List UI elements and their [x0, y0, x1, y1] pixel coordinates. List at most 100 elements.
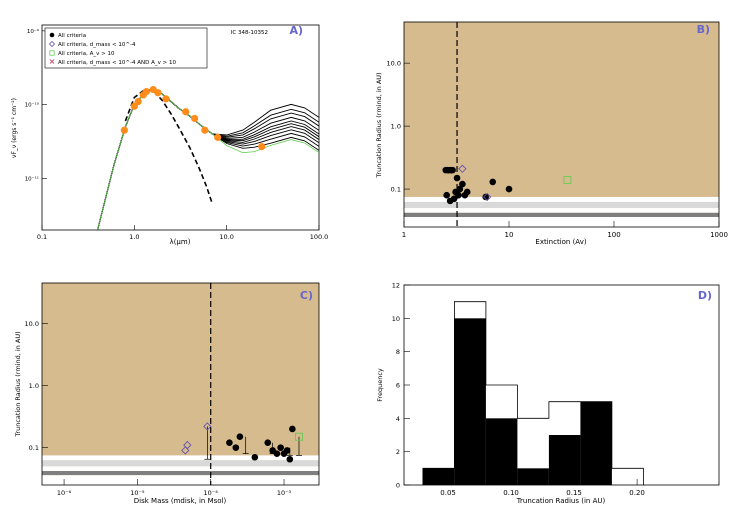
c-xtick-label: 10⁻⁴ — [204, 489, 219, 497]
b-diamond-point — [483, 192, 492, 202]
b-ytick-label: 10.0 — [387, 60, 401, 68]
panel-c-xlabel: Disk Mass (mdisk, in Msol) — [134, 497, 227, 505]
a-photometry-point — [142, 88, 150, 96]
panel-d-frame — [403, 284, 720, 486]
a-photometry-point — [182, 108, 190, 116]
b-xtick-label: 10 — [505, 231, 514, 239]
legend-marker-square — [49, 50, 55, 56]
b-ytick-label: 0.1 — [391, 186, 401, 194]
band-stripe — [42, 460, 319, 467]
b-xtick-label: 100 — [607, 231, 620, 239]
band-stripe — [42, 455, 319, 461]
d-ytick-label: 12 — [392, 282, 400, 290]
b-point — [489, 178, 497, 186]
d-ytick-label: 8 — [396, 348, 400, 356]
panel-b-label: B) — [697, 23, 710, 36]
legend-entry-3: All criteria, A_v > 10 — [58, 51, 115, 57]
panel-c-plot-area: 10⁻⁶ 10⁻⁵ 10⁻⁴ 10⁻³ 0.1 1.0 10.0 — [25, 283, 319, 497]
panel-a-label: A) — [289, 24, 303, 37]
a-ytick-label: 10⁻⁹ — [27, 28, 39, 35]
c-square-point — [295, 432, 303, 441]
a-ytick-label: 10⁻¹¹ — [25, 175, 39, 182]
d-xtick-label: 0.15 — [566, 489, 582, 497]
b-point — [505, 185, 513, 193]
a-photometry-point — [191, 114, 199, 123]
d-ytick-label: 0 — [396, 482, 400, 490]
panel-a-object-name: IC 348-10352 — [231, 30, 268, 36]
b-diamond-point — [458, 164, 467, 173]
band-stripe — [404, 217, 719, 227]
panel-c-frame — [41, 282, 320, 486]
a-xtick-label: 1.0 — [129, 233, 139, 241]
legend-marker-diamond — [48, 40, 56, 48]
band-stripe — [42, 466, 319, 472]
d-xtick-label: 0.05 — [440, 489, 456, 497]
c-point — [273, 450, 281, 457]
a-photometry-point — [120, 126, 128, 134]
band-stripe — [404, 212, 719, 218]
c-ytick-label: 10.0 — [25, 320, 39, 328]
c-diamond-point — [181, 446, 190, 455]
a-photometry-point — [134, 97, 142, 106]
b-point — [446, 197, 454, 205]
b-xtick-label: 1 — [402, 231, 406, 239]
c-point — [226, 439, 233, 447]
panel-a-legend: All criteria All criteria, d_mass < 10^-… — [44, 27, 208, 69]
c-ytick-label: 1.0 — [29, 382, 39, 390]
b-ytick-label: 1.0 — [391, 123, 401, 131]
c-diamond-point — [183, 440, 192, 450]
panel-a-ylabel: νF_ν (ergs s⁻¹ cm⁻²) — [11, 98, 18, 158]
b-point — [453, 174, 461, 182]
d-histogram-bar — [548, 435, 581, 485]
d-ytick-label: 10 — [392, 315, 400, 323]
legend-marker-x — [49, 59, 55, 64]
panel-d-ylabel: Frequency — [376, 368, 384, 402]
d-ytick-label: 4 — [396, 415, 400, 423]
c-xtick-label: 10⁻⁶ — [57, 489, 72, 497]
b-point — [449, 166, 456, 174]
a-photometry-point — [162, 95, 170, 103]
panel-d-label: D) — [698, 289, 712, 302]
legend-entry-2: All criteria, d_mass < 10^-4 — [58, 42, 136, 48]
band-stripe — [42, 471, 319, 476]
b-point — [482, 193, 490, 201]
d-histogram-outline — [422, 301, 644, 485]
b-xtick-label: 1000 — [710, 231, 728, 239]
d-histogram-bar — [517, 468, 549, 485]
band-stripe — [42, 475, 319, 485]
panel-b-ylabel: Truncation Radius (rmind, in AU) — [375, 72, 383, 178]
d-xtick-label: 0.20 — [629, 489, 645, 497]
c-point — [232, 444, 240, 451]
c-point — [251, 453, 259, 461]
c-diamond-point — [203, 422, 212, 431]
panel-c-ylabel: Truncation Radius (rmind, in AU) — [14, 331, 22, 437]
c-point — [289, 425, 296, 433]
panel-a-xlabel: λ(μm) — [170, 238, 191, 246]
d-histogram-bar — [454, 318, 486, 485]
b-point — [443, 191, 450, 199]
a-ytick-label: 10⁻¹⁰ — [25, 102, 40, 109]
c-xtick-label: 10⁻³ — [277, 489, 292, 497]
c-point — [236, 433, 244, 441]
c-point — [283, 447, 291, 454]
b-point — [459, 180, 466, 188]
a-photometry-point — [214, 133, 222, 141]
a-photometry-point — [201, 126, 209, 134]
a-xtick-label: 100.0 — [310, 233, 329, 241]
panel-d-xlabel: Truncation Radius (in AU) — [516, 497, 606, 505]
band-stripe — [404, 196, 719, 202]
region-shading — [404, 22, 719, 227]
panel-b-plot-area: 1 10 100 1000 0.1 1.0 10.0 — [387, 22, 728, 239]
c-point — [277, 444, 284, 451]
legend-entry-1: All criteria — [58, 33, 86, 39]
c-xtick-label: 10⁻⁵ — [130, 489, 145, 497]
c-ytick-label: 0.1 — [29, 444, 39, 452]
c-point — [264, 439, 272, 447]
